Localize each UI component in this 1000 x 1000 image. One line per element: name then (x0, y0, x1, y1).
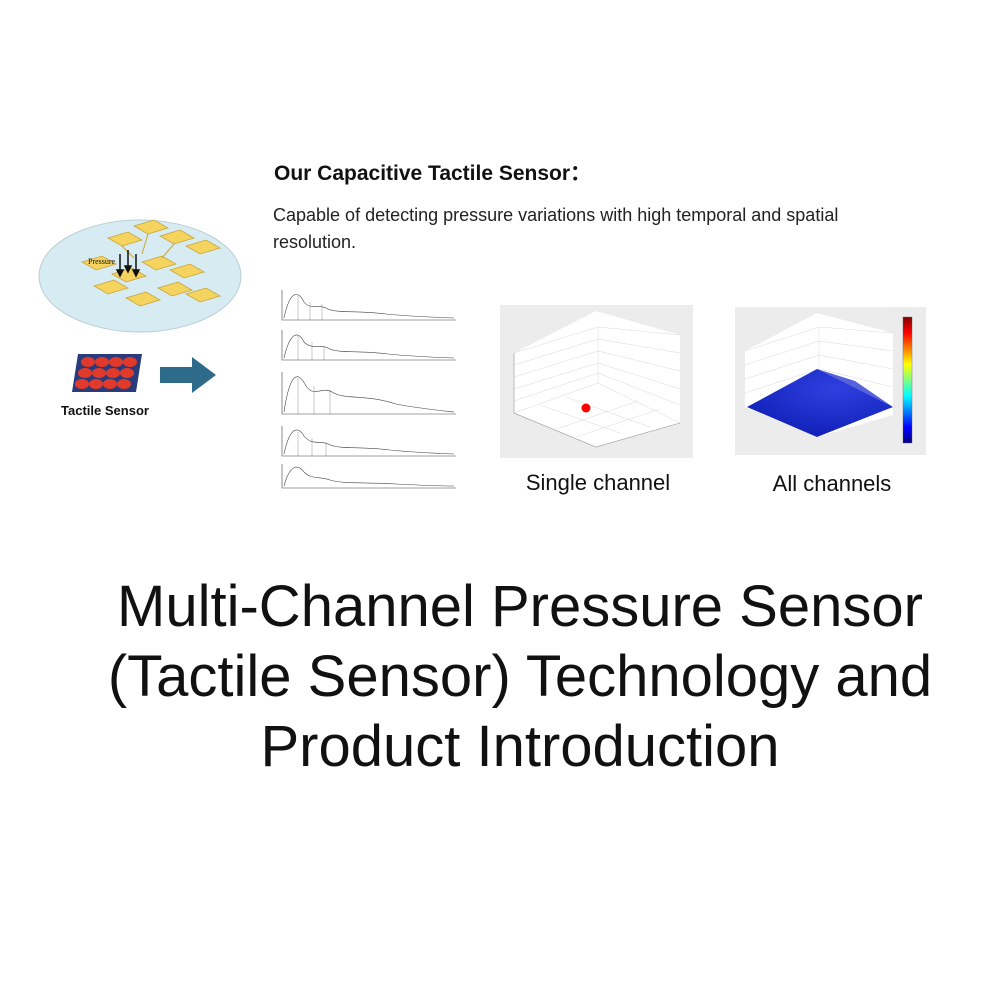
single-channel-plot (500, 305, 693, 458)
single-channel-caption: Single channel (525, 470, 671, 495)
section-heading: Our Capacitive Tactile Sensor： (274, 162, 592, 185)
all-channels-plot (735, 307, 926, 455)
right-arrow-icon (160, 357, 216, 393)
page-title: Multi-Channel Pressure Sensor (Tactile S… (40, 572, 1000, 782)
tactile-sensor-chip (72, 354, 142, 392)
pressure-label: Pressure (88, 257, 116, 266)
all-channels-caption: All channels (772, 471, 892, 496)
sensor-illustration: Pressure (38, 219, 242, 333)
section-description: Capable of detecting pressure variations… (273, 205, 839, 252)
title-line-1: Multi-Channel Pressure Sensor (117, 574, 923, 639)
waveform-traces (281, 290, 456, 489)
title-line-3: Product Introduction (260, 714, 780, 779)
title-line-2: (Tactile Sensor) Technology and (107, 644, 933, 709)
single-channel-marker (581, 403, 591, 413)
tactile-sensor-label: Tactile Sensor (61, 403, 149, 418)
